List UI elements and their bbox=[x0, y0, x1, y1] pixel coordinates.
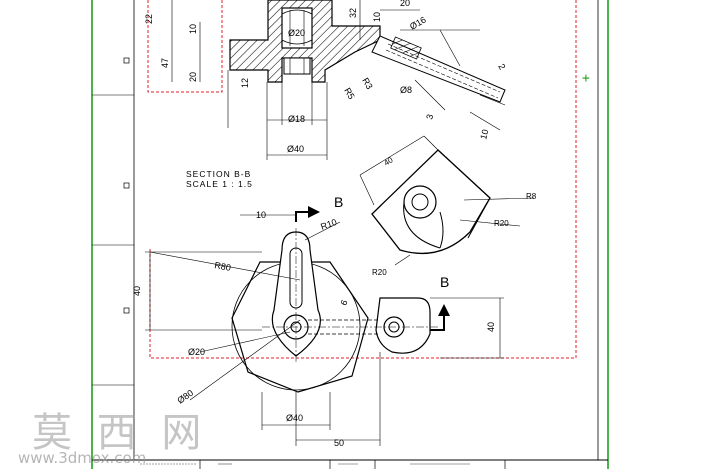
dim-bore-16: Ø16 bbox=[408, 15, 428, 32]
section-scale: SCALE 1 : 1.5 bbox=[186, 179, 253, 189]
dim-height-10: 10 bbox=[188, 24, 198, 34]
dim-d40-front: Ø40 bbox=[286, 413, 303, 423]
dim-height-47: 47 bbox=[160, 58, 170, 68]
dim-height-20: 20 bbox=[188, 72, 198, 82]
iso-radius-8: R8 bbox=[526, 192, 537, 201]
view-boundary bbox=[147, 0, 577, 359]
dim-radius-3: R3 bbox=[360, 76, 374, 91]
plus-icon: + bbox=[582, 71, 590, 86]
dim-r10: R10 bbox=[319, 217, 338, 232]
dim-d20-front: Ø20 bbox=[188, 347, 205, 357]
dim-bore-8: Ø8 bbox=[400, 85, 412, 95]
dim-width-20: 20 bbox=[400, 0, 410, 8]
watermark-logo: 莫 西 网 bbox=[32, 410, 208, 456]
section-view bbox=[171, 0, 506, 160]
dim-height-22: 22 bbox=[144, 14, 154, 24]
isometric-view bbox=[359, 135, 535, 266]
iso-dim-40: 40 bbox=[382, 155, 395, 168]
front-dimension-labels: 10 R10 R80 40 40 Ø20 Ø80 Ø40 50 6 bbox=[132, 210, 496, 448]
watermark-url: www.3dmox.com bbox=[18, 449, 147, 467]
dim-2: 2 bbox=[496, 62, 507, 71]
sheet-border bbox=[91, 0, 609, 469]
dim-r80: R80 bbox=[214, 260, 232, 273]
dim-w50: 50 bbox=[334, 438, 344, 448]
dim-10: 10 bbox=[478, 128, 490, 140]
dim-3: 3 bbox=[424, 113, 435, 120]
dim-bore-20: Ø20 bbox=[288, 28, 305, 38]
section-marker-right: B bbox=[440, 274, 449, 290]
iso-radius-20a: R20 bbox=[494, 219, 509, 228]
dim-h10: 10 bbox=[256, 210, 266, 220]
dim-v40-left: 40 bbox=[132, 286, 142, 296]
dim-dia-40-top: Ø40 bbox=[287, 144, 304, 154]
dim-bore-18: Ø18 bbox=[288, 114, 305, 124]
dim-height-32: 32 bbox=[348, 8, 358, 18]
dim-height-10b: 10 bbox=[372, 12, 382, 22]
dim-height-12: 12 bbox=[240, 78, 250, 88]
dim-v40-right: 40 bbox=[486, 322, 496, 332]
section-title: SECTION B-B bbox=[186, 169, 251, 179]
iso-radius-20b: R20 bbox=[372, 268, 387, 277]
dim-a6: 6 bbox=[338, 299, 349, 307]
front-view bbox=[145, 206, 504, 446]
dim-radius-5: R5 bbox=[342, 86, 356, 101]
section-marker-top: B bbox=[334, 194, 343, 210]
